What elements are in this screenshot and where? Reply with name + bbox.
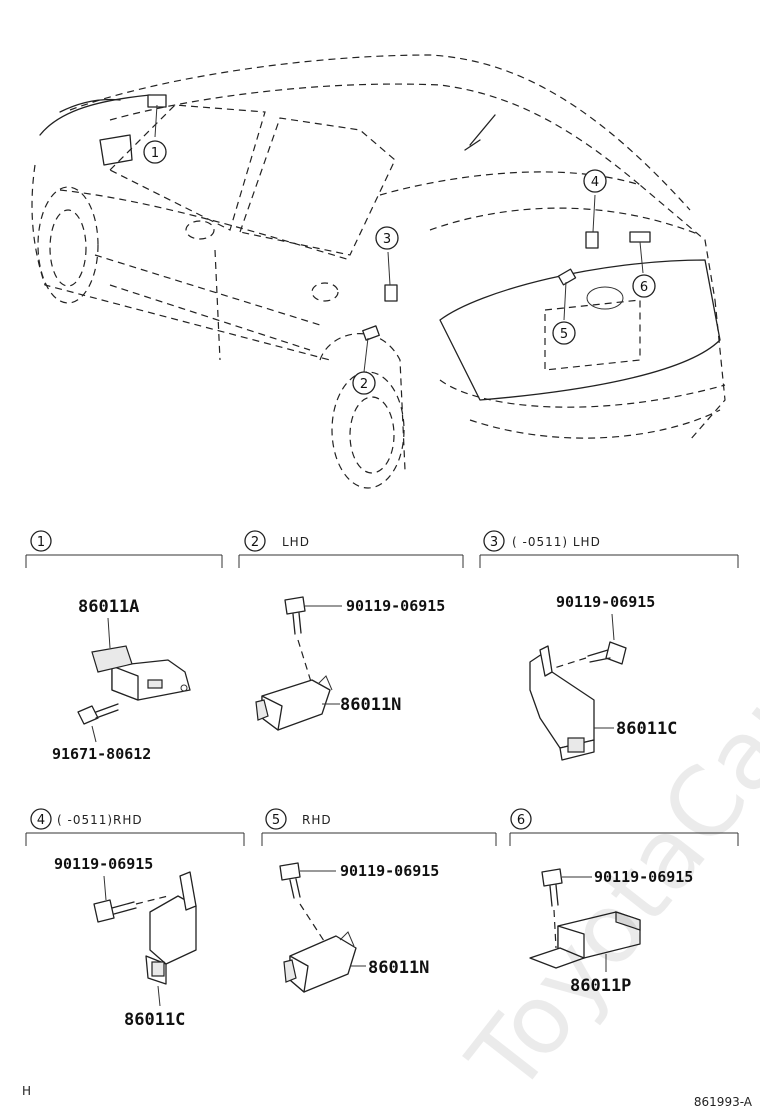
svg-text:4: 4 — [37, 813, 45, 828]
callout-2: 2 — [352, 371, 376, 395]
section-3: 3 ( -0511) LHD 90119-06915 86011C — [479, 530, 739, 761]
svg-text:6: 6 — [640, 280, 648, 295]
callout-6: 6 — [632, 274, 656, 298]
part-86011A-label: 86011A — [78, 597, 139, 617]
svg-text:3: 3 — [490, 535, 498, 550]
sensor-3-on-car — [384, 284, 398, 302]
sensor-86011C-s3 — [529, 645, 595, 761]
part-90119-06915-s5-label: 90119-06915 — [340, 862, 439, 880]
bolt-91671-80612 — [77, 703, 119, 725]
callout-4: 4 — [583, 169, 607, 193]
sensor-86011N-s5 — [283, 931, 357, 993]
svg-text:3: 3 — [383, 232, 391, 247]
section-2-note: LHD — [282, 535, 310, 549]
section-4-note: ( -0511)RHD — [57, 813, 143, 827]
section-1: 1 86011A 91671-80612 — [25, 530, 223, 763]
section-6: 6 90119-06915 86011P — [509, 808, 739, 996]
sensor-4-on-car — [585, 231, 599, 249]
section-4: 4 ( -0511)RHD 90119-06915 86011C — [25, 808, 245, 1030]
part-86011C-s4-label: 86011C — [124, 1010, 185, 1030]
callout-1: 1 — [143, 140, 167, 164]
sensor-86011A — [91, 645, 191, 701]
svg-text:4: 4 — [591, 175, 599, 190]
section-5-note: RHD — [302, 813, 332, 827]
bolt-90119-06915-s2 — [284, 596, 306, 635]
svg-text:5: 5 — [272, 813, 280, 828]
footer-left-code: H — [22, 1084, 31, 1098]
svg-text:6: 6 — [517, 813, 525, 828]
section-5: 5 RHD 90119-06915 86011N — [261, 808, 497, 993]
part-90119-06915-s4-label: 90119-06915 — [54, 855, 153, 873]
bolt-90119-06915-s3 — [587, 641, 627, 665]
svg-text:1: 1 — [37, 535, 45, 550]
sensor-6-on-car — [629, 231, 651, 243]
svg-text:1: 1 — [151, 146, 159, 161]
bolt-90119-06915-s6 — [541, 868, 563, 907]
part-86011C-s3-label: 86011C — [616, 719, 677, 739]
part-86011N-s2-label: 86011N — [340, 695, 401, 715]
part-91671-80612-label: 91671-80612 — [52, 745, 151, 763]
bolt-90119-06915-s4 — [93, 899, 137, 923]
callout-5: 5 — [552, 321, 576, 345]
svg-text:5: 5 — [560, 327, 568, 342]
sensor-86011N-s2 — [255, 675, 333, 731]
section-3-note: ( -0511) LHD — [512, 535, 601, 549]
sensor-2-on-car — [362, 325, 380, 341]
part-86011P-label: 86011P — [570, 976, 631, 996]
bolt-90119-06915-s5 — [279, 862, 301, 899]
svg-text:2: 2 — [251, 535, 259, 550]
svg-text:2: 2 — [360, 377, 368, 392]
part-90119-06915-s6-label: 90119-06915 — [594, 868, 693, 886]
section-2: 2 LHD 90119-06915 86011N — [238, 530, 464, 731]
sensor-86011P — [529, 911, 641, 969]
part-90119-06915-s2-label: 90119-06915 — [346, 597, 445, 615]
sensor-86011C-s4 — [145, 871, 197, 985]
figure-number: 861993-A — [694, 1095, 753, 1109]
part-86011N-s5-label: 86011N — [368, 958, 429, 978]
car-illustration: 1 2 3 4 5 6 — [31, 54, 726, 489]
callout-3: 3 — [375, 226, 399, 250]
sensor-5-on-car — [557, 268, 577, 286]
part-90119-06915-s3-label: 90119-06915 — [556, 593, 655, 611]
watermark-text: ToyotaCarMine.ru — [447, 383, 760, 1112]
